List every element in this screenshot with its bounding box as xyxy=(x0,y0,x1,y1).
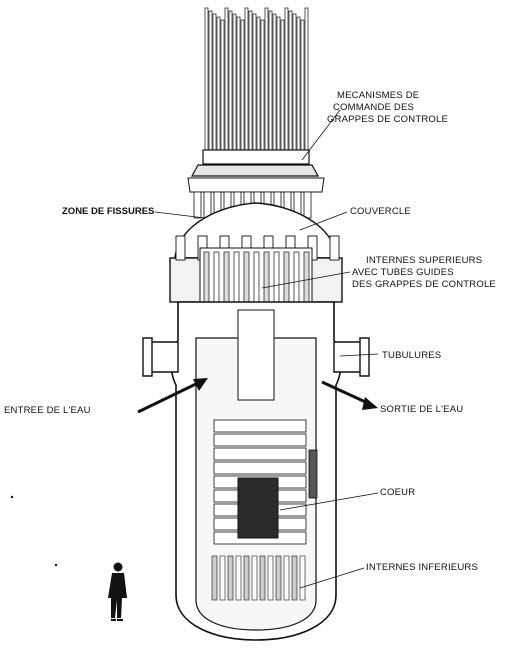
leader-internes-superieurs xyxy=(261,271,351,289)
core-plate xyxy=(213,433,307,447)
lower-support-column xyxy=(259,555,266,601)
label-zone-fissures: ZONE DE FISSURES xyxy=(62,206,154,217)
lower-support-column xyxy=(227,555,234,601)
leader-internes-inferieurs xyxy=(299,567,365,589)
guide-tubes xyxy=(203,251,310,327)
core-plate xyxy=(213,419,307,433)
vessel-closure-head xyxy=(174,202,338,259)
rod-tube xyxy=(224,7,229,151)
leader-zone-fissures xyxy=(154,211,206,219)
label-tubulures: TUBULURES xyxy=(382,350,441,361)
rod-tube xyxy=(248,10,253,151)
rod-tube xyxy=(284,7,289,151)
rod-tube xyxy=(300,19,305,151)
leader-tubulures xyxy=(339,353,379,357)
lower-support-column xyxy=(243,555,250,601)
fuel-assembly xyxy=(237,477,279,539)
label-mecanismes-3: GRAPPES DE CONTROLE xyxy=(327,114,448,125)
leader-coeur xyxy=(279,492,379,511)
rod-tube xyxy=(296,16,301,151)
rod-tube xyxy=(272,13,277,151)
lower-support-column xyxy=(235,555,242,601)
label-mecanismes-1: MECANISMES DE xyxy=(337,90,419,101)
label-mecanismes-2: COMMANDE DES xyxy=(333,102,414,113)
leader-couvercle xyxy=(299,211,348,231)
stray-dot xyxy=(10,495,14,499)
head-nozzle xyxy=(193,191,202,219)
outlet-arrow-head xyxy=(362,397,378,410)
core-plate xyxy=(213,447,307,461)
inlet-nozzle-flange xyxy=(142,337,153,377)
label-internes-superieurs-3: DES GRAPPES DE CONTROLE xyxy=(352,279,496,290)
rod-tube xyxy=(204,7,209,151)
rod-tube xyxy=(256,16,261,151)
label-entree-eau: ENTREE DE L'EAU xyxy=(4,405,91,416)
label-internes-superieurs-2: AVEC TUBES GUIDES xyxy=(352,267,454,278)
central-column xyxy=(237,309,275,401)
label-internes-inferieurs: INTERNES INFERIEURS xyxy=(366,562,478,573)
outlet-nozzle-flange xyxy=(359,337,370,377)
mechanism-support-ring xyxy=(187,177,325,193)
rod-tube xyxy=(288,10,293,151)
rod-tube xyxy=(260,19,265,151)
leader-mecanismes xyxy=(301,109,341,161)
inlet-nozzle xyxy=(149,341,179,373)
rod-tube xyxy=(216,16,221,151)
head-nozzle xyxy=(303,191,312,219)
core-barrel-plates xyxy=(213,419,307,545)
stud xyxy=(329,235,340,261)
instrument-tube xyxy=(308,449,318,499)
rod-tube xyxy=(228,10,233,151)
core-plate xyxy=(213,461,307,475)
lower-support-column xyxy=(299,555,306,601)
label-internes-superieurs-1: INTERNES SUPERIEURS xyxy=(366,255,482,266)
lower-support-column xyxy=(267,555,274,601)
rod-tube xyxy=(232,13,237,151)
mechanism-housing-band xyxy=(202,149,310,165)
lower-support-column xyxy=(283,555,290,601)
label-coeur: COEUR xyxy=(380,487,415,498)
rod-tube xyxy=(212,13,217,151)
mechanism-base-flange xyxy=(190,164,320,177)
rod-tube xyxy=(220,19,225,151)
rod-tube xyxy=(268,10,273,151)
rod-tube xyxy=(280,19,285,151)
rod-tube xyxy=(276,16,281,151)
control-rod-mechanisms xyxy=(204,7,309,151)
lower-support-column xyxy=(275,555,282,601)
lower-support-column xyxy=(211,555,218,601)
lower-internals xyxy=(211,555,306,601)
lower-support-column xyxy=(251,555,258,601)
outlet-arrow-shaft xyxy=(321,380,373,407)
rod-tube xyxy=(292,13,297,151)
rod-tube xyxy=(208,10,213,151)
stray-dot xyxy=(54,563,58,567)
label-sortie-eau: SORTIE DE L'EAU xyxy=(380,404,463,415)
rod-tube xyxy=(264,7,269,151)
outlet-nozzle xyxy=(333,341,363,373)
head-nozzle xyxy=(203,191,212,219)
inlet-arrow-shaft xyxy=(137,380,201,414)
rod-tube xyxy=(252,13,257,151)
rod-tube xyxy=(236,16,241,151)
inlet-arrow-head xyxy=(193,378,208,391)
label-couvercle: COUVERCLE xyxy=(350,206,411,217)
rod-tube xyxy=(240,19,245,151)
person-scale-icon xyxy=(108,562,127,621)
stud xyxy=(175,235,186,261)
rod-tube xyxy=(304,7,309,151)
lower-support-column xyxy=(291,555,298,601)
lower-support-column xyxy=(219,555,226,601)
rod-tube xyxy=(244,7,249,151)
